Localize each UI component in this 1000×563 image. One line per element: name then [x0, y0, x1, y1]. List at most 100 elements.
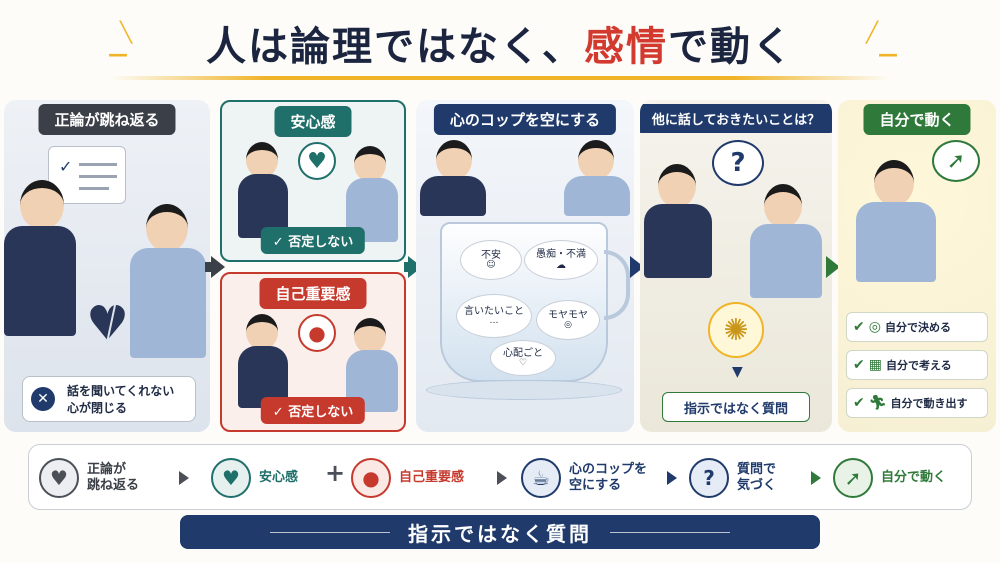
target-icon: ◎	[868, 319, 881, 335]
panel-header: 安心感	[274, 106, 352, 137]
flow-step: ➚ 自分で動く	[833, 453, 946, 503]
cup-handle	[604, 250, 630, 320]
no-denial-badge: ✓ 否定しない	[260, 227, 366, 254]
title-part-1: 人は論理ではなく、	[206, 24, 584, 70]
lightbulb-icon: ✺	[708, 302, 764, 358]
check-icon: ✔	[853, 357, 865, 373]
instruction-label: 指示ではなく質問	[662, 392, 810, 422]
flow-step-text: 心のコップを 空にする	[569, 462, 647, 495]
panel-sense-of-safety: 安心感 ♥ ✓ 否定しない	[220, 100, 406, 262]
thought-text: 言いたいこと	[464, 305, 524, 317]
banner-text: 指示ではなく質問	[408, 521, 592, 546]
checklist-item: ✔◎自分で決める	[846, 312, 988, 342]
thought-text: モヤモヤ	[548, 309, 588, 321]
flow-step-text: 正論が 跳ね返る	[87, 462, 139, 495]
arrow-stem	[205, 262, 215, 272]
thought-text: 愚痴・不満	[536, 249, 586, 260]
running-person-icon: ➚	[833, 458, 873, 498]
plus-sign: +	[325, 459, 346, 487]
arrow-right-icon	[811, 471, 821, 485]
flow-step-line: 正論が	[87, 461, 127, 477]
title-underline	[110, 76, 890, 80]
check-icon: ✔	[853, 319, 865, 335]
checklist-item-label: 自分で決める	[884, 321, 951, 334]
instruction-label-text: 指示ではなく質問	[683, 401, 788, 417]
flow-step-text: 安心感	[259, 469, 299, 485]
no-denial-badge: ✓ 否定しない	[260, 397, 366, 424]
note-line-2: 心が閉じる	[67, 400, 128, 415]
checklist-item: ✔▦自分で考える	[846, 350, 988, 380]
flow-step-line: 空にする	[569, 478, 622, 493]
flow-step-line: 質問で	[737, 461, 777, 477]
flow-step: ? 質問で 気づく	[689, 453, 776, 503]
page-title: 人は論理ではなく、感情で動く	[0, 14, 1000, 72]
person-icon: ●	[298, 314, 336, 352]
sparkle-icon: ╲	[120, 20, 133, 44]
checklist-card-icon: ✓	[48, 146, 126, 204]
title-accent: 感情	[584, 24, 668, 70]
cup-icon: ☕︎	[521, 458, 561, 498]
flow-step: ♥ 正論が 跳ね返る	[39, 453, 139, 503]
sparkle-icon: ╱	[866, 20, 879, 44]
thought-bubble: 言いたいこと…	[456, 294, 532, 338]
flow-step-text: 自己重要感	[399, 469, 465, 485]
x-icon: ✕	[31, 387, 55, 411]
thought-text: 不安	[481, 249, 501, 261]
thought-text: 心配ごと	[503, 347, 543, 359]
arrow-right-icon	[497, 471, 507, 485]
arrow-right-icon	[667, 471, 677, 485]
panel-header: 他に話しておきたいことは？	[640, 104, 832, 133]
checklist-item-label: 自分で動き出す	[890, 397, 968, 410]
banner-line	[270, 531, 390, 533]
flow-step-text: 自分で動く	[881, 469, 947, 485]
flow-step: ☕︎ 心のコップを 空にする	[521, 453, 647, 503]
arrow-down-icon: ▼	[732, 364, 743, 380]
thought-bubble: モヤモヤ◎	[536, 300, 600, 340]
sparkle-icon: —	[108, 42, 128, 66]
question-bubble-icon: ?	[712, 140, 764, 186]
panel-self-importance: 自己重要感 ● ✓ 否定しない	[220, 272, 406, 432]
saucer	[426, 380, 622, 400]
person-icon: ●	[351, 458, 391, 498]
flow-step-line: 心のコップを	[569, 461, 648, 477]
panel-header: 正論が跳ね返る	[38, 104, 176, 135]
arrow-right-icon	[211, 256, 225, 278]
flow-step-text: 質問で 気づく	[737, 462, 776, 495]
checklist-item: ✔🏃︎自分で動き出す	[846, 388, 988, 418]
arrow-right-icon	[179, 471, 189, 485]
thought-bubble: 愚痴・不満☁	[524, 240, 598, 280]
panel-header: 心のコップを空にする	[433, 104, 617, 135]
note-line-1: 話を聞いてくれない	[67, 384, 175, 398]
arrow-right-icon	[826, 256, 840, 278]
sparkle-icon: —	[878, 42, 898, 66]
summary-flow: ♥ 正論が 跳ね返る ♥ 安心感 + ● 自己重要感 ☕︎ 心のコップを 空にす…	[28, 444, 972, 510]
banner-line	[610, 531, 730, 533]
heart-icon: ♥	[211, 458, 251, 498]
panel-ask-questions: 他に話しておきたいことは？ ? ✺ ▼ 指示ではなく質問	[640, 100, 832, 432]
broken-heart-icon: ♥	[39, 458, 79, 498]
panel-header: 自分で動く	[863, 104, 971, 135]
flow-step: ♥ 安心感	[211, 453, 298, 503]
title-part-3: で動く	[668, 24, 794, 70]
panel-header: 自己重要感	[259, 278, 367, 309]
flow-step: ● 自己重要感	[351, 453, 464, 503]
badge-label: 否定しない	[288, 235, 354, 250]
heart-icon: ♥	[298, 142, 336, 180]
flow-step-line: 気づく	[737, 478, 777, 493]
question-icon: ?	[689, 458, 729, 498]
thought-bubble: 不安☺	[460, 240, 522, 280]
walking-person-icon: 🏃︎	[868, 395, 887, 411]
thought-bubble: 心配ごと♡	[490, 340, 556, 376]
panel-logic-bounces: 正論が跳ね返る ✓ ♥ ✕ 話を聞いてくれない 心が閉じる	[4, 100, 210, 432]
bottom-banner: 指示ではなく質問	[180, 515, 820, 549]
calendar-icon: ▦	[868, 357, 882, 373]
checklist-item-label: 自分で考える	[885, 359, 952, 372]
closed-heart-note: ✕ 話を聞いてくれない 心が閉じる	[22, 376, 196, 422]
panel-empty-cup: 心のコップを空にする 不安☺ 愚痴・不満☁ 言いたいこと… モヤモヤ◎ 心配ごと…	[416, 100, 634, 432]
panel-act-on-own: 自分で動く ➚ ✔◎自分で決める ✔▦自分で考える ✔🏃︎自分で動き出す	[838, 100, 996, 432]
question-mark: ?	[730, 148, 746, 178]
check-icon: ✔	[853, 395, 865, 411]
running-person-icon: ➚	[932, 140, 980, 182]
flow-step-line: 跳ね返る	[87, 478, 140, 493]
badge-label: 否定しない	[288, 405, 354, 420]
